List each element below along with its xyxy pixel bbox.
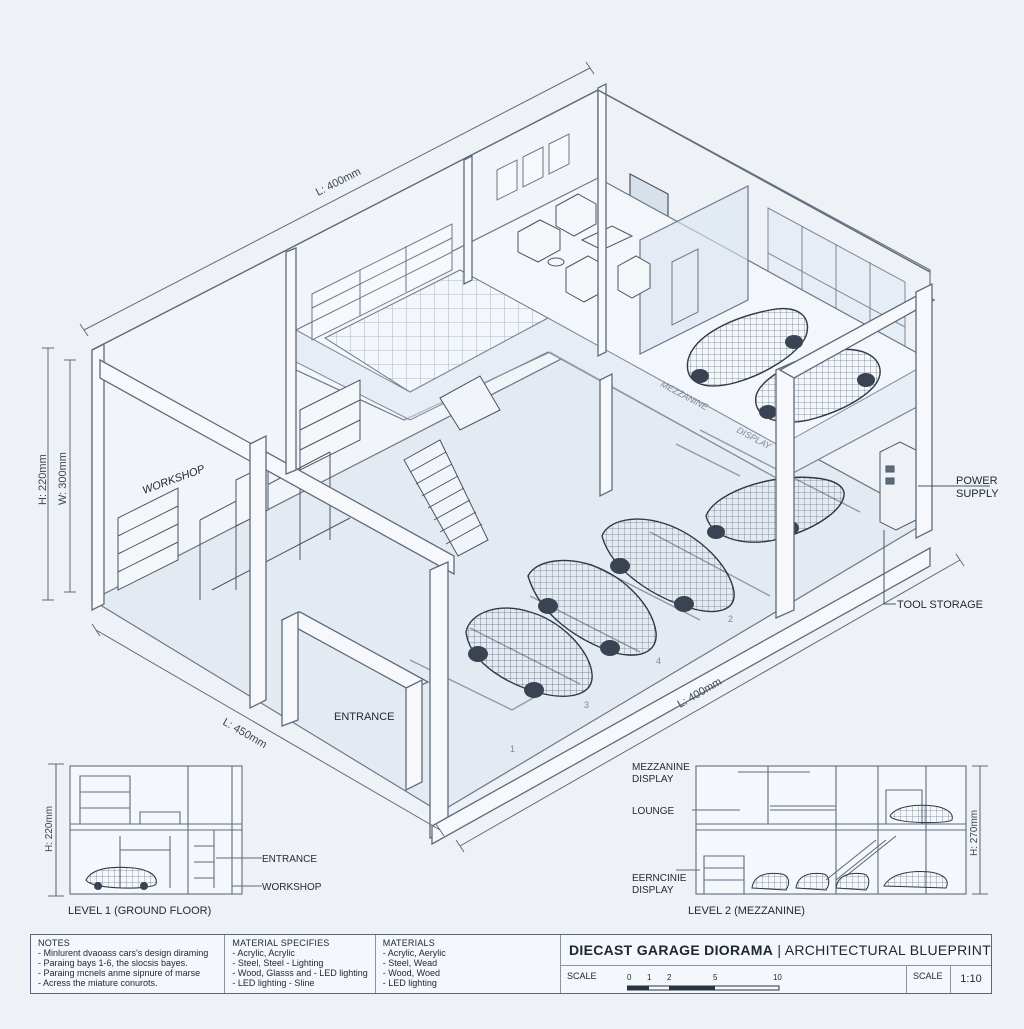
section-level1-drawing xyxy=(48,763,262,897)
car-1 xyxy=(465,607,593,698)
title-block: NOTES - Minlurent dvaoass cars's design … xyxy=(30,934,992,994)
car-5 xyxy=(686,308,809,387)
section1-entrance: ENTRANCE xyxy=(262,854,317,865)
material-specs-line: - Steel, Steel - Lighting xyxy=(232,958,324,968)
section2-height: H: 270mm xyxy=(969,810,980,856)
material-specs-heading: MATERIAL SPECIFIES xyxy=(232,938,330,948)
scale-ratio: 1:10 xyxy=(960,973,982,985)
section2-mezzanine-2: DISPLAY xyxy=(632,774,674,785)
materials-line: - LED lighting xyxy=(382,978,437,988)
scale-bar-cell: SCALE 0 1 2 5 10 xyxy=(561,966,907,993)
dim-length-left: L: 450mm xyxy=(221,716,269,751)
section1-height: H: 220mm xyxy=(44,806,55,852)
section1-caption: LEVEL 1 (GROUND FLOOR) xyxy=(68,905,211,917)
materials-line: - Acrylic, Aerylic xyxy=(382,948,446,958)
title-section: DIECAST GARAGE DIORAMA | ARCHITECTURAL B… xyxy=(560,935,991,993)
dimension-lines xyxy=(42,61,965,853)
scale-tick-label: 2 xyxy=(666,973,672,982)
materials-section: MATERIALS - Acrylic, Aerylic - Steel, We… xyxy=(376,935,561,993)
label-power-supply-2: SUPPLY xyxy=(956,488,999,500)
scale-bar xyxy=(626,985,780,991)
material-specs-line: - Acrylic, Acrylic xyxy=(232,948,295,958)
drawing-title-bold: DIECAST GARAGE DIORAMA xyxy=(568,942,774,958)
section2-display-2: DISPLAY xyxy=(632,885,674,896)
scale-tick-label: 5 xyxy=(712,973,718,982)
section2-lounge: LOUNGE xyxy=(632,806,675,817)
bay-number-1: 1 xyxy=(510,744,515,754)
bay-number-4: 4 xyxy=(656,656,661,666)
material-specs-line: - LED lighting - Sline xyxy=(232,978,315,988)
materials-line: - Wood, Woed xyxy=(382,968,440,978)
scale-tick-label: 1 xyxy=(646,973,652,982)
notes-section: NOTES - Minlurent dvaoass cars's design … xyxy=(31,935,226,993)
office-partition xyxy=(639,185,749,355)
section2-display-1: EERNCINIE xyxy=(632,873,687,884)
section2-mezzanine-1: MEZZANINE xyxy=(632,762,690,773)
bay-number-3: 3 xyxy=(584,700,589,710)
section2-caption: LEVEL 2 (MEZZANINE) xyxy=(688,905,805,917)
scale-row: SCALE 0 1 2 5 10 SCALE 1:10 xyxy=(561,966,991,993)
materials-heading: MATERIALS xyxy=(382,938,435,948)
wall-frames xyxy=(496,133,570,201)
roof-edge-right xyxy=(597,89,931,273)
label-entrance: ENTRANCE xyxy=(334,711,395,723)
office-door xyxy=(671,248,699,326)
power-supply-box xyxy=(879,441,917,531)
scale-label-2: SCALE xyxy=(907,966,951,993)
staircase xyxy=(403,375,501,557)
car-3 xyxy=(601,518,735,613)
front-frame xyxy=(91,82,936,846)
drawing-title-rest: | ARCHITECTURAL BLUEPRINT xyxy=(773,942,991,958)
material-specs-section: MATERIAL SPECIFIES - Acrylic, Acrylic - … xyxy=(225,935,376,993)
notes-line: - Paraing bays 1-6, the slocsis bayes. xyxy=(38,958,188,968)
car-2 xyxy=(527,559,657,656)
bay-number-2: 2 xyxy=(728,614,733,624)
lounge-furniture xyxy=(517,193,651,303)
scale-tick-label: 10 xyxy=(772,973,782,982)
label-power-supply-1: POWER xyxy=(956,475,998,487)
notes-heading: NOTES xyxy=(38,938,71,948)
dim-length-top: L: 400mm xyxy=(314,166,363,199)
notes-line: - Acress the miature conurots. xyxy=(38,978,158,988)
materials-line: - Steel, Wead xyxy=(382,958,438,968)
drawing-title: DIECAST GARAGE DIORAMA | ARCHITECTURAL B… xyxy=(560,935,991,966)
scale-label: SCALE xyxy=(566,971,597,981)
section1-workshop: WORKSHOP xyxy=(262,882,322,893)
display-shelving xyxy=(311,223,453,341)
dim-width: W: 300mm xyxy=(57,452,69,505)
scale-tick-label: 0 xyxy=(626,973,632,982)
material-specs-line: - Wood, Glasss and - LED lighting xyxy=(232,968,368,978)
leader-tool xyxy=(883,530,896,605)
roof-edge-left xyxy=(91,89,599,351)
notes-line: - Paraing mcnels anme sipnure of marse xyxy=(38,968,201,978)
section-level2-cars xyxy=(751,804,953,891)
dim-height: H: 220mm xyxy=(37,454,49,505)
notes-line: - Minlurent dvaoass cars's design dirami… xyxy=(38,948,209,958)
section-level1-car xyxy=(85,866,157,890)
label-tool-storage: TOOL STORAGE xyxy=(897,599,983,611)
